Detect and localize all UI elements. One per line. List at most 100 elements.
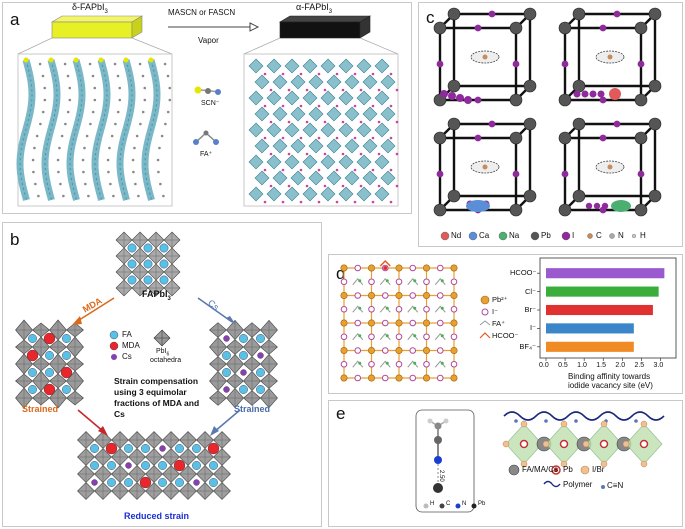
iodide-ion [409, 347, 417, 354]
mol-h-atom-2 [443, 418, 449, 424]
mol-c-atom-1 [434, 422, 442, 430]
iodide-ion [409, 374, 417, 382]
pb-ion [395, 374, 403, 382]
pb-atom [572, 189, 586, 203]
mol-legend-h: H [430, 501, 435, 507]
a-site-cation [107, 461, 116, 470]
iodide-vacancy-chain [448, 92, 456, 100]
fa-cation [113, 62, 117, 66]
pb-atom [509, 203, 523, 217]
pbi6-octahedron [320, 186, 336, 202]
legend-polymer-icon [543, 480, 561, 488]
iodide-ion [409, 319, 417, 327]
fa-cation [157, 170, 160, 174]
panel-a-label: a [10, 10, 20, 29]
pb-ion [367, 374, 375, 382]
perovskite-polymer-structure [502, 411, 665, 468]
na-dopant [611, 200, 631, 212]
iodide-atom [371, 200, 375, 204]
y-tick-label: Cl⁻ [524, 286, 536, 296]
pb-ion [395, 264, 403, 272]
halide-atom [600, 420, 608, 428]
y-tick-label: BF₄⁻ [519, 341, 536, 351]
pbi6-octahedron [266, 58, 282, 74]
pb-ion [367, 319, 375, 327]
binding-affinity-chart [537, 268, 665, 361]
x-tick-label: 3.0 [653, 362, 664, 369]
pb-atom [648, 117, 662, 131]
iodide-atom [263, 136, 267, 140]
a-site-cation [90, 444, 99, 453]
pb-ion [422, 346, 430, 354]
iodide-chain [601, 202, 609, 210]
pbi6-octahedron [356, 58, 372, 74]
pb-ion [422, 319, 430, 327]
a-site-cation [90, 461, 99, 470]
a-site-cation [139, 476, 152, 489]
a-site-cation [239, 351, 248, 360]
iodide-atom [561, 170, 569, 178]
legend-i-dot [561, 231, 571, 241]
iodide-ion [436, 292, 444, 299]
a-site-cation [141, 444, 150, 453]
iodide-atom [371, 104, 375, 108]
halide-atom [600, 460, 608, 468]
fa-cation-atom [385, 334, 389, 338]
pb-atom [559, 439, 569, 449]
delta-chains [16, 57, 172, 201]
a-site-cation [222, 351, 231, 360]
fa-cation [89, 122, 92, 126]
legend-pb-dot [530, 231, 540, 241]
fa-cation [116, 74, 120, 78]
pbi6-octahedron [356, 186, 372, 202]
pbi6-octahedron [320, 90, 336, 106]
iodide-ion [423, 360, 430, 368]
iodide-atom [637, 170, 645, 178]
transform-arrow-head [249, 22, 260, 32]
iodide-atom [599, 96, 607, 104]
legend-facs-label: FA/MA/Cs [522, 465, 559, 474]
fa-cation [164, 122, 167, 126]
a-site-cation [223, 386, 230, 393]
fa-cation [37, 194, 40, 198]
pbi6-octahedron [320, 122, 336, 138]
mol-legend-pb: Pb [478, 501, 486, 507]
iodide-atom [359, 184, 363, 188]
fa-cation [35, 134, 39, 138]
legend-nd-label: Nd [451, 231, 462, 240]
halide-atom [640, 420, 648, 428]
fa-cation [159, 182, 162, 186]
pb-atom [433, 131, 447, 145]
fa-cation [407, 332, 419, 341]
fa-cation [132, 170, 135, 174]
a-site-cation [257, 352, 264, 359]
panel-b-label: b [10, 230, 20, 249]
fa-cation [143, 98, 147, 102]
iodide-ion [340, 305, 348, 313]
iodide-atom [269, 152, 273, 156]
a-site-cation [239, 385, 248, 394]
iodide-chain [593, 202, 601, 210]
a-site-cation [45, 351, 54, 360]
iodide-ion [340, 333, 348, 341]
pb-atom [558, 21, 572, 35]
fa-cation [66, 110, 70, 114]
pb-atom [433, 203, 447, 217]
iodide-atom [263, 72, 267, 76]
legend-ca-label: Ca [479, 231, 490, 240]
pb-ion [450, 346, 458, 354]
legend-ca-dot [468, 231, 478, 241]
pbi6-octahedron [272, 170, 288, 186]
pb-atom [558, 203, 572, 217]
iodide-atom [353, 72, 357, 76]
iodide-atom [341, 184, 345, 188]
iodide-ion [436, 374, 444, 382]
pb-atom [523, 7, 537, 21]
molecule-box [415, 409, 475, 513]
pbi6-octahedron [266, 186, 282, 202]
pbi6-octahedron [248, 154, 264, 170]
iodide-ion [436, 264, 444, 272]
fa-cation [33, 146, 36, 150]
iodide-atom [299, 72, 303, 76]
iodide-ion [395, 333, 403, 341]
